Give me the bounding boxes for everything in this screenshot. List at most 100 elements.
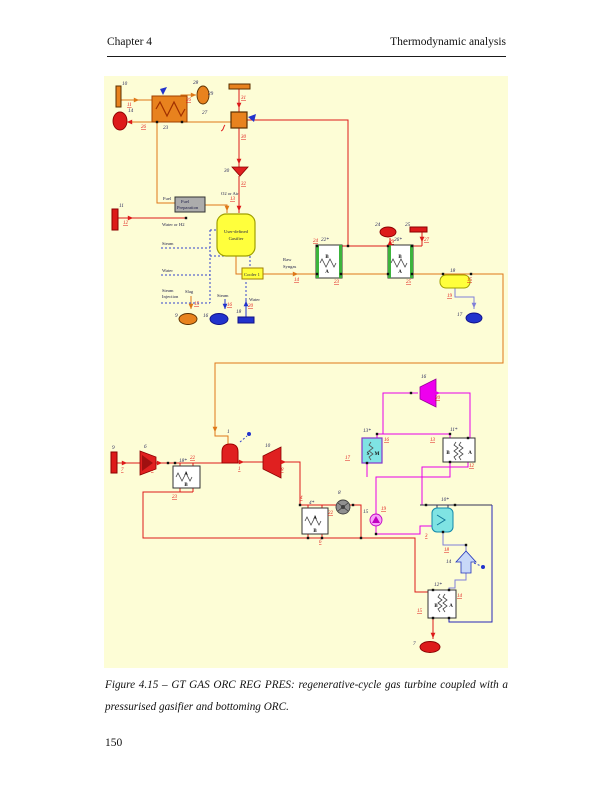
label-6: 6: [144, 444, 147, 450]
hx12-zigzag-a: [437, 593, 443, 613]
label-a: A: [184, 472, 188, 477]
gt-exhaust: [280, 461, 301, 505]
flow-arrow: [434, 390, 441, 396]
recuperator-hx-23: [151, 95, 188, 123]
valve-30: [231, 166, 249, 177]
fan-14-arrow: [455, 550, 477, 574]
junction-dot: [374, 532, 378, 536]
hx13-zigzag: [368, 441, 374, 461]
sink-17: [465, 312, 483, 324]
caption-line-1: Figure 4.15 – GT GAS ORC REG PRES: regen…: [105, 679, 508, 691]
compressor-6-inner: [142, 455, 153, 471]
heat-dot-fan14: [481, 565, 485, 569]
flow-arrow: [212, 426, 218, 433]
orc-turbine-16: [419, 378, 437, 408]
junction-dot: [298, 503, 302, 507]
label-7: 7: [121, 468, 124, 473]
label-b: B: [398, 255, 402, 260]
label-17: 17: [345, 456, 351, 461]
junction-dot: [448, 432, 452, 436]
junction-dot: [339, 272, 343, 276]
gasifier-outlet: [235, 256, 242, 275]
hx4-zigzag: [304, 516, 322, 526]
junction-dot: [306, 536, 310, 540]
junction-dot: [469, 272, 473, 276]
sink-9-slag: [178, 313, 198, 325]
junction-dot: [447, 616, 451, 620]
hx-block-11: [442, 437, 476, 463]
label-8: 8: [338, 490, 341, 496]
flow-arrow: [127, 215, 134, 221]
label-b: B: [446, 451, 450, 456]
label-1: 1: [227, 429, 230, 435]
junction-dot: [320, 536, 324, 540]
label-26-: 26*: [394, 237, 402, 243]
hx11-zigzag-b: [458, 441, 464, 461]
hx12-zigzag-b: [442, 593, 448, 613]
turbine-10: [262, 446, 282, 479]
label-8: 8: [281, 468, 284, 473]
pump-15-inner: [372, 516, 380, 523]
label-13: 13: [230, 197, 236, 202]
label-22: 22: [190, 456, 196, 461]
gasifier-vessel: [216, 213, 256, 257]
flow-arrow: [133, 97, 140, 103]
label-29: 29: [389, 240, 395, 245]
page-number: 150: [105, 737, 123, 749]
sink-28: [196, 85, 210, 105]
feed-bar-18-water: [237, 316, 255, 324]
figure-caption: Figure 4.15 – GT GAS ORC REG PRES: regen…: [105, 674, 508, 718]
hx-block-18: [172, 465, 201, 489]
label-16: 16: [203, 313, 209, 319]
label-b: B: [184, 483, 188, 488]
label-31: 31: [241, 96, 246, 101]
fan8-blades: [337, 502, 349, 512]
junction-dot: [447, 588, 451, 592]
fuel-preparation-box: [174, 196, 206, 213]
label-18: 18: [444, 548, 450, 553]
flue-loop: [142, 491, 428, 593]
junction-dot: [410, 244, 414, 248]
cooler-1-box: [241, 267, 264, 280]
label-18: 18: [236, 309, 242, 315]
label-a: A: [398, 270, 402, 275]
flow-arrow: [222, 303, 228, 310]
label-14: 14: [294, 278, 300, 283]
label-a: A: [468, 451, 472, 456]
flow-arrow: [280, 459, 287, 465]
junction-dot: [166, 461, 170, 465]
label-14: 14: [128, 107, 134, 114]
work-arrow-box27: [248, 114, 256, 122]
label-preparation: Preparation: [177, 205, 199, 210]
junction-dot: [173, 461, 177, 465]
heat-dot-combustor: [247, 432, 251, 436]
label-18: 18: [450, 268, 456, 274]
label-13-: 13*: [363, 428, 371, 434]
label-12: 12: [123, 221, 129, 226]
label-cooler-1: Cooler 1: [244, 272, 261, 277]
label-gasifier: Gasifier: [229, 236, 244, 241]
flow-arrow: [387, 239, 393, 246]
flow-arrow: [236, 205, 242, 212]
label-6: 6: [319, 540, 322, 545]
label-25: 25: [405, 222, 411, 228]
dash-to-cooler: [210, 255, 251, 268]
header-rule: [107, 56, 506, 57]
sink-7-stack: [419, 641, 441, 653]
fuelprep-to-gasifier: [205, 204, 228, 213]
label-7: 7: [413, 641, 416, 647]
label-32: 32: [241, 182, 247, 187]
label-o2-or-air: O2 or Air: [221, 191, 239, 196]
label-slag: Slag: [185, 289, 194, 294]
label-15: 15: [417, 609, 423, 614]
label-18-: 18*: [179, 458, 187, 464]
hx-block-26-green-left: [388, 245, 391, 278]
label-13: 13: [430, 438, 436, 443]
sink-14: [112, 111, 128, 131]
label-a: A: [449, 604, 453, 609]
junction-dot: [315, 244, 319, 248]
label-9: 9: [112, 445, 115, 451]
label-26: 26: [186, 98, 192, 103]
